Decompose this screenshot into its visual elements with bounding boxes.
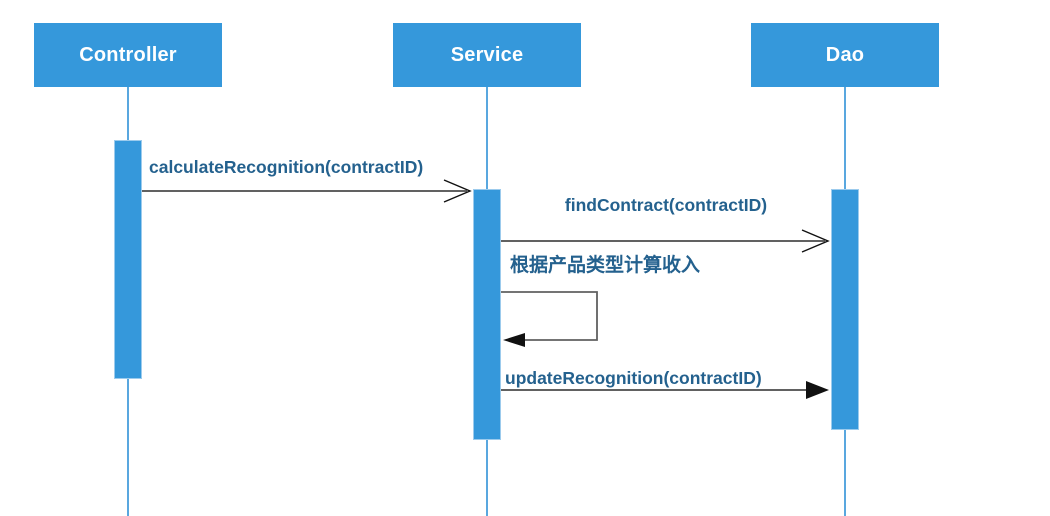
- actor-label-controller: Controller: [79, 43, 177, 66]
- message-label-calculate-recognition: calculateRecognition(contractID): [149, 157, 424, 177]
- message-label-update-recognition: updateRecognition(contractID): [505, 368, 762, 388]
- message-label-find-contract: findContract(contractID): [564, 195, 768, 215]
- self-message-loop-line: [501, 291, 598, 341]
- activation-bar-controller: [114, 140, 142, 379]
- actor-box-service: Service: [393, 23, 581, 87]
- message-label-self-calc-revenue: 根据产品类型计算收入: [510, 255, 701, 276]
- open-arrowhead-icon: [443, 179, 472, 203]
- activation-bar-dao: [831, 189, 859, 430]
- open-arrowhead-icon: [801, 229, 830, 253]
- filled-arrowhead-icon: [503, 333, 525, 347]
- actor-box-controller: Controller: [34, 23, 222, 87]
- actor-label-service: Service: [450, 43, 524, 66]
- actor-label-dao: Dao: [825, 43, 865, 66]
- actor-box-dao: Dao: [751, 23, 939, 87]
- activation-bar-service: [473, 189, 501, 440]
